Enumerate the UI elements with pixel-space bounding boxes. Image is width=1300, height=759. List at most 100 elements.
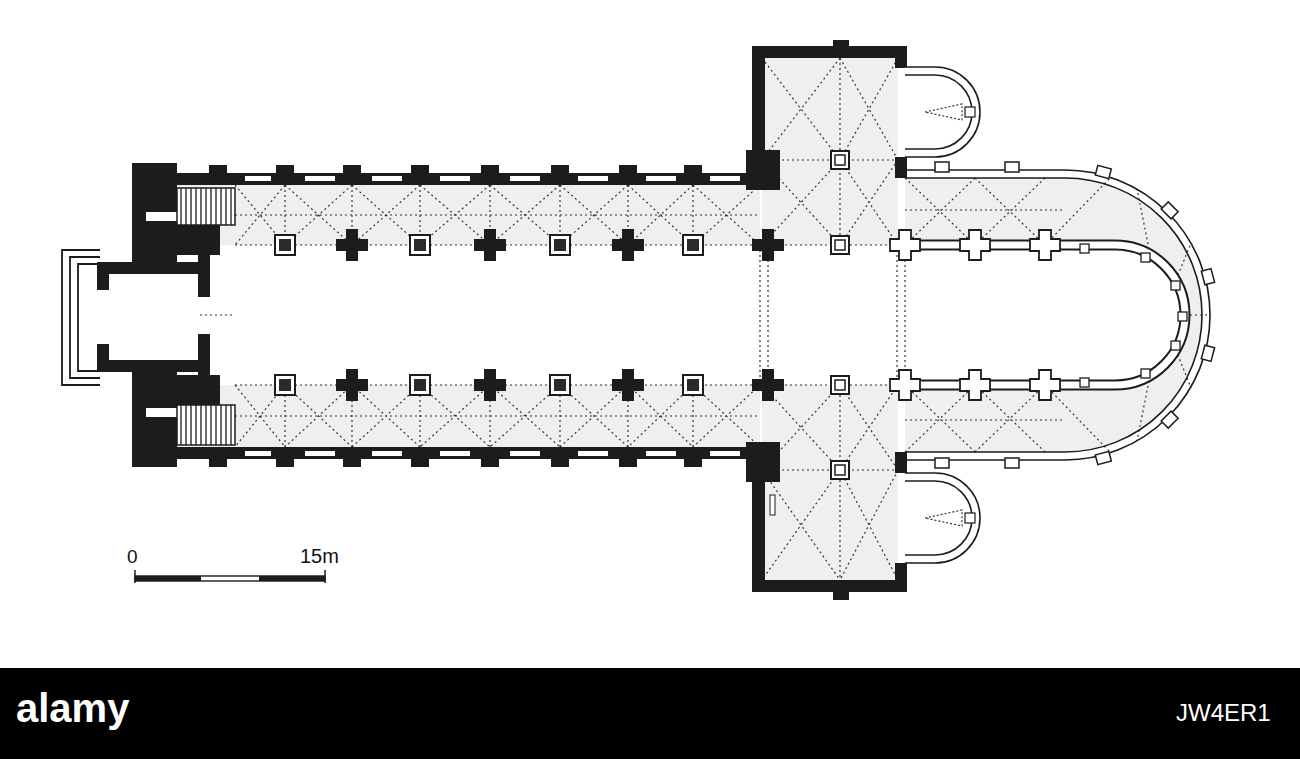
buttress [1005,162,1019,172]
stair [177,188,235,225]
buttress [684,447,702,467]
square-pier [550,235,570,255]
choir-pier [890,230,920,260]
south-wall [140,447,760,459]
scale-bar [135,570,325,583]
tower-passage [146,408,177,417]
window [710,176,740,181]
crossing-pier [752,229,784,261]
north-wall [140,173,760,185]
scale-tick [324,570,326,583]
window [710,451,740,456]
apse-window [965,513,975,523]
west-portal-jamb [198,334,210,376]
crossing-wall-mass [746,150,780,190]
porch-steps [62,250,100,385]
porch-wall [100,262,205,274]
window [578,176,608,181]
ambulatory-wall [905,170,1210,460]
buttress [1201,345,1214,361]
nave-walls [140,173,760,459]
buttress [833,40,849,50]
column [1171,281,1180,290]
buttress [1201,269,1214,285]
buttress [481,165,499,185]
window [440,176,470,181]
transept-piers [831,151,849,479]
window [510,176,540,181]
cruciform-pier [612,369,644,401]
wall-windows [245,176,740,456]
buttress [276,165,294,185]
transept-east-wall [895,46,907,68]
nave-piers [275,229,784,401]
south-transept-wall [752,580,905,592]
porch-wall [97,262,109,290]
south-west-tower [132,362,177,467]
choir-pier [960,230,990,260]
scale-bar-segment [259,576,325,581]
buttress [411,165,429,185]
apse-arcade-inner [905,245,1185,385]
apse-window [965,107,975,117]
cruciform-pier [336,369,368,401]
cruciform-pier [474,229,506,261]
column [1080,378,1089,387]
window [440,451,470,456]
tower-passage [146,212,177,221]
transept-east-wall [895,563,907,592]
window [245,451,271,456]
square-pier [831,151,849,169]
transept-walls [746,40,907,600]
buttress [619,165,637,185]
north-transept-wall [752,46,905,58]
scale-bar-segment [135,576,201,581]
watermark-code: JW4ER1 [1176,700,1271,726]
column [1171,341,1180,350]
stair-mass [175,375,220,405]
buttress [833,590,849,600]
buttress [551,447,569,467]
window [372,451,402,456]
choir-pier [890,370,920,400]
chevet-buttresses [935,162,1215,468]
square-pier [550,375,570,395]
choir-pier [960,370,990,400]
crossing-pier [752,369,784,401]
window [305,451,335,456]
porch-wall [100,360,205,372]
cruciform-pier [474,369,506,401]
floor-tint [148,58,1202,580]
window [646,176,676,181]
north-transept-floor [762,58,898,245]
transept-east-wall [895,157,907,178]
buttress [1095,451,1111,464]
choir-pier [1030,230,1060,260]
buttress [619,447,637,467]
window [510,451,540,456]
apse-vault [925,104,962,526]
choir-pier [1030,370,1060,400]
side-door [770,495,775,515]
watermark-bar [0,668,1300,759]
scale-length-label: 15m [300,545,339,567]
transept-east-wall [895,452,907,473]
square-pier [831,236,849,254]
south-transept-apse [905,473,980,563]
window [646,451,676,456]
buttress [411,447,429,467]
buttress [1095,165,1111,178]
window [245,176,271,181]
porch-wall [97,344,109,372]
square-pier [275,235,295,255]
square-pier [831,376,849,394]
column [1080,244,1089,253]
buttress [209,165,227,185]
square-pier [683,235,703,255]
apse-columns [1080,244,1187,387]
window [578,451,608,456]
window [305,176,335,181]
